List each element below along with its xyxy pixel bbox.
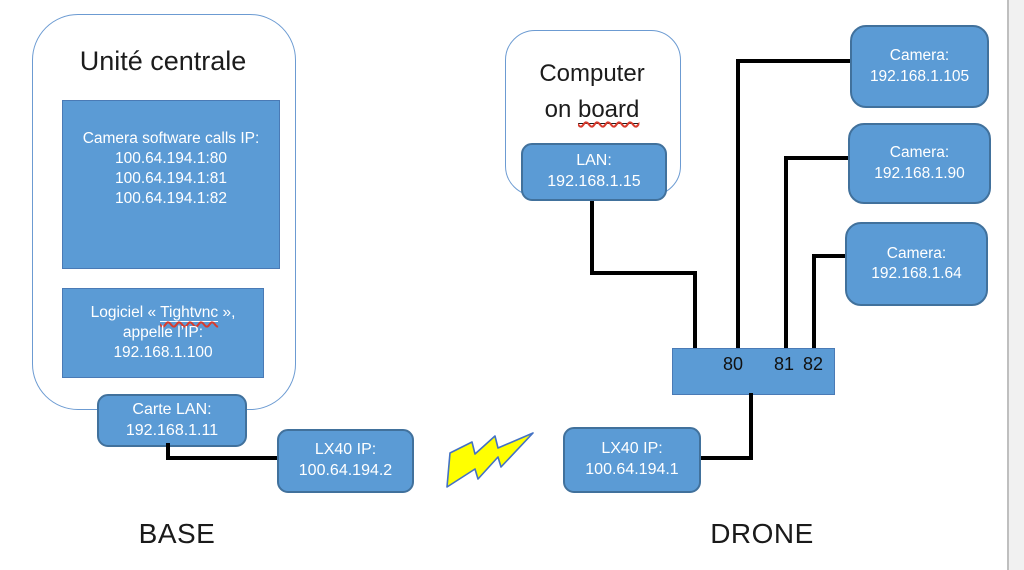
connector-line bbox=[736, 59, 740, 350]
connector-line bbox=[166, 456, 278, 460]
connector-line bbox=[590, 196, 594, 275]
logiciel-line3: 192.168.1.100 bbox=[113, 344, 213, 362]
switch-port-80: 80 bbox=[723, 354, 744, 374]
camera-box-90: Camera: 192.168.1.90 bbox=[848, 123, 991, 204]
lx40-base-box: LX40 IP: 100.64.194.2 bbox=[277, 429, 414, 493]
tightvnc-word: Tightvnc bbox=[160, 303, 219, 321]
board-word: board bbox=[577, 96, 640, 123]
connector-line bbox=[695, 456, 753, 460]
camera-software-line1: Camera software calls IP: bbox=[82, 130, 260, 147]
connector-line bbox=[784, 156, 788, 350]
switch-port-81: 81 bbox=[774, 354, 795, 374]
drone-zone-label: DRONE bbox=[710, 518, 814, 549]
camera-box-64: Camera: 192.168.1.64 bbox=[845, 222, 988, 306]
connector-line bbox=[784, 156, 850, 160]
logiciel-tightvnc-box: Logiciel « Tightvnc », appelle l’IP: 192… bbox=[62, 288, 264, 378]
base-zone-label: BASE bbox=[138, 518, 216, 549]
logiciel-line1: Logiciel « Tightvnc », bbox=[90, 303, 236, 322]
connector-line bbox=[812, 254, 847, 258]
lx40-drone-box: LX40 IP: 100.64.194.1 bbox=[563, 427, 701, 493]
unite-centrale-title: Unité centrale bbox=[79, 46, 247, 76]
lan-drone-box: LAN: 192.168.1.15 bbox=[521, 143, 667, 201]
connector-line bbox=[736, 59, 852, 63]
carte-lan-box: Carte LAN: 192.168.1.11 bbox=[97, 394, 247, 447]
connector-line bbox=[812, 254, 816, 350]
connector-line bbox=[590, 271, 697, 275]
camera-software-line4: 100.64.194.1:82 bbox=[114, 190, 228, 208]
switch-box: 80 81 82 bbox=[672, 348, 835, 395]
camera-software-box: Camera software calls IP: 100.64.194.1:8… bbox=[62, 100, 280, 269]
window-edge-gutter bbox=[1007, 0, 1024, 570]
camera-software-line2: 100.64.194.1:80 bbox=[114, 150, 228, 168]
lightning-bolt-icon bbox=[446, 432, 534, 488]
connector-line bbox=[693, 271, 697, 350]
camera-box-105: Camera: 192.168.1.105 bbox=[850, 25, 989, 108]
computer-on-board-title: Computer on board bbox=[539, 60, 645, 124]
logiciel-line2: appelle l’IP: bbox=[122, 323, 204, 341]
switch-port-82: 82 bbox=[803, 354, 824, 374]
connector-line bbox=[749, 393, 753, 460]
connector-line bbox=[166, 443, 170, 460]
camera-software-line3: 100.64.194.1:81 bbox=[114, 170, 228, 188]
